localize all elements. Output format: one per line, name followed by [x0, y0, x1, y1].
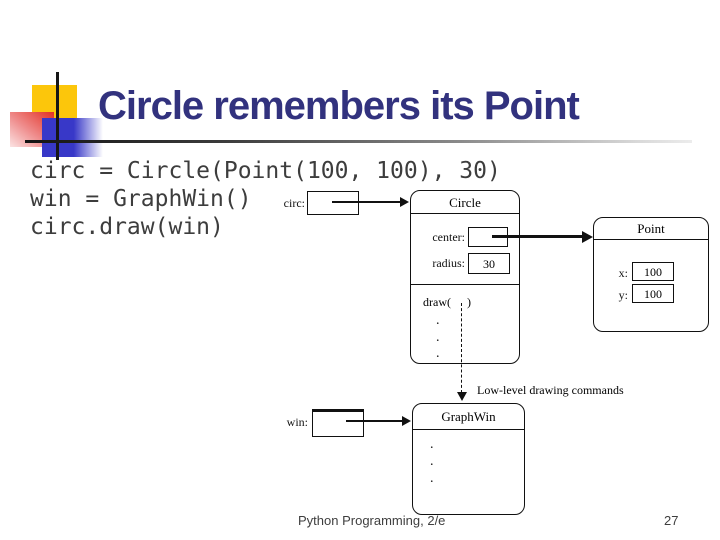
- draw-method-close: ): [466, 295, 471, 309]
- center-arrow-line: [492, 235, 582, 238]
- point-object-title: Point: [594, 218, 708, 240]
- win-variable-label: win:: [286, 415, 308, 429]
- circ-arrow-line: [332, 201, 402, 203]
- x-field-label: x:: [618, 266, 628, 280]
- center-arrow-head-icon: [582, 231, 593, 243]
- draw-method-open: draw(: [423, 295, 451, 309]
- x-value-box: 100: [632, 262, 674, 281]
- circle-section-divider: [411, 284, 519, 285]
- code-line: win = GraphWin(): [30, 186, 252, 212]
- graphwin-ellipsis-dot: .: [430, 471, 434, 486]
- draw-method-label: draw(): [423, 296, 471, 308]
- circ-reference-box: [307, 191, 359, 215]
- low-level-annotation: Low-level drawing commands: [477, 383, 624, 397]
- circ-arrow-head-icon: [400, 197, 409, 207]
- draw-dashed-arrow-line: [461, 303, 462, 393]
- graphwin-ellipsis-dot: .: [430, 454, 434, 469]
- footer-page-number: 27: [664, 513, 679, 528]
- code-block: circ = Circle(Point(100, 100), 30)win = …: [30, 157, 501, 241]
- graphwin-object-title: GraphWin: [413, 404, 524, 430]
- code-line: circ.draw(win): [30, 214, 224, 240]
- logo-blue-square: [42, 118, 103, 157]
- circle-object-title: Circle: [411, 191, 519, 214]
- graphwin-object-box: GraphWin: [412, 403, 525, 515]
- title-underline-rule: [25, 140, 692, 143]
- circle-object-box: Circle: [410, 190, 520, 364]
- circle-ellipsis-dot: .: [436, 346, 440, 361]
- y-value-box: 100: [632, 284, 674, 303]
- y-field-label: y:: [618, 288, 628, 302]
- logo-crosshair-line: [56, 72, 59, 160]
- draw-dashed-arrow-head-icon: [457, 392, 467, 401]
- radius-value-box: 30: [468, 253, 510, 274]
- circle-ellipsis-dot: .: [436, 330, 440, 345]
- radius-field-label: radius:: [432, 256, 465, 270]
- win-arrow-line: [346, 420, 404, 422]
- code-line: circ = Circle(Point(100, 100), 30): [30, 158, 501, 184]
- center-field-label: center:: [432, 230, 465, 244]
- graphwin-ellipsis-dot: .: [430, 437, 434, 452]
- win-reference-box: [312, 409, 364, 437]
- footer-course-title: Python Programming, 2/e: [298, 513, 446, 528]
- win-arrow-head-icon: [402, 416, 411, 426]
- circle-ellipsis-dot: .: [436, 313, 440, 328]
- circ-variable-label: circ:: [283, 196, 305, 210]
- page-title: Circle remembers its Point: [98, 84, 580, 128]
